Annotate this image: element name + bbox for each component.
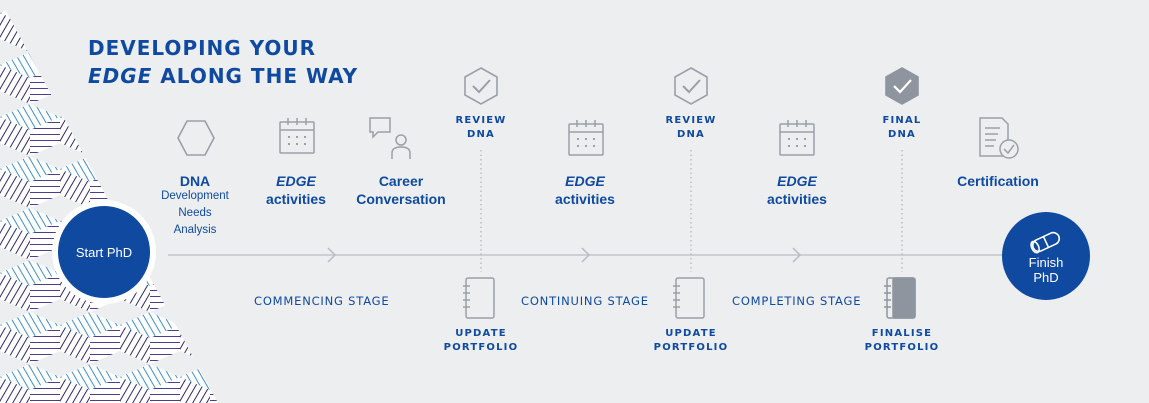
career-conversation: Career Conversation <box>345 172 457 208</box>
final-dna: FINAL DNA <box>862 114 942 142</box>
review-check-icon <box>674 67 708 105</box>
title-rest: ALONG THE WAY <box>152 64 359 88</box>
arrow-1 <box>327 247 337 263</box>
update-portfolio-2: UPDATE PORTFOLIO <box>646 327 736 355</box>
title-line-1: DEVELOPING YOUR <box>88 36 317 60</box>
edge-1-rest: activities <box>266 191 326 207</box>
edge-activities-1: EDGE activities <box>246 172 346 208</box>
finish-circle: Finish PhD <box>1002 212 1090 300</box>
hexagon-icon <box>177 120 215 156</box>
career-line-2: Conversation <box>356 191 446 207</box>
review-2-line-2: DNA <box>676 129 705 140</box>
title-edge: EDGE <box>88 64 153 88</box>
edge-activities-3: EDGE activities <box>747 172 847 208</box>
update-portfolio-1: UPDATE PORTFOLIO <box>436 327 526 355</box>
portfolio-filled-icon <box>884 277 916 319</box>
certification-label: Certification <box>957 173 1039 189</box>
calendar-icon <box>279 118 315 154</box>
final-check-icon <box>885 67 919 105</box>
review-dna-2: REVIEW DNA <box>651 114 731 142</box>
start-label: Start PhD <box>75 244 133 260</box>
finalise-line-2: PORTFOLIO <box>864 342 940 353</box>
continuing-stage: CONTINUING STAGE <box>521 294 649 308</box>
conversation-icon <box>369 117 411 159</box>
dna-sub-1: Development <box>161 190 229 202</box>
review-check-icon <box>464 67 498 105</box>
edge-2-rest: activities <box>555 191 615 207</box>
finalise-portfolio: FINALISE PORTFOLIO <box>857 327 947 355</box>
arrow-2 <box>581 247 591 263</box>
dna-sub-2: Needs <box>178 207 212 219</box>
completing-stage: COMPLETING STAGE <box>732 294 862 308</box>
update-2-line-2: PORTFOLIO <box>653 342 729 353</box>
finish-line-1: Finish <box>1028 255 1064 270</box>
scroll-icon <box>1030 231 1061 254</box>
start-circle: Start PhD <box>58 206 150 298</box>
final-line-1: FINAL <box>882 115 922 126</box>
review-1-line-1: REVIEW <box>455 115 507 126</box>
arrow-3 <box>792 247 802 263</box>
review-1-line-2: DNA <box>466 129 495 140</box>
finish-line-2: PhD <box>1033 270 1059 285</box>
edge-activities-2: EDGE activities <box>535 172 635 208</box>
calendar-icon <box>779 120 815 156</box>
review-2-line-1: REVIEW <box>665 115 717 126</box>
edge-3-em: EDGE <box>777 173 817 189</box>
final-line-2: DNA <box>887 129 916 140</box>
page-title: DEVELOPING YOUR EDGE ALONG THE WAY <box>88 34 358 90</box>
commencing-stage: COMMENCING STAGE <box>254 294 390 308</box>
calendar-icon <box>568 120 604 156</box>
certificate-icon <box>979 117 1019 159</box>
update-1-line-1: UPDATE <box>455 328 507 339</box>
portfolio-icon <box>463 277 495 319</box>
edge-3-rest: activities <box>767 191 827 207</box>
review-dna-1: REVIEW DNA <box>441 114 521 142</box>
title-line-2: EDGE ALONG THE WAY <box>88 62 358 90</box>
portfolio-icon <box>673 277 705 319</box>
edge-1-em: EDGE <box>276 173 316 189</box>
finalise-line-1: FINALISE <box>871 328 933 339</box>
dna-label: DNA <box>179 173 211 189</box>
dna-sub-3: Analysis <box>173 224 217 236</box>
edge-2-em: EDGE <box>565 173 605 189</box>
career-line-1: Career <box>378 173 424 189</box>
update-1-line-2: PORTFOLIO <box>443 342 519 353</box>
update-2-line-1: UPDATE <box>665 328 717 339</box>
